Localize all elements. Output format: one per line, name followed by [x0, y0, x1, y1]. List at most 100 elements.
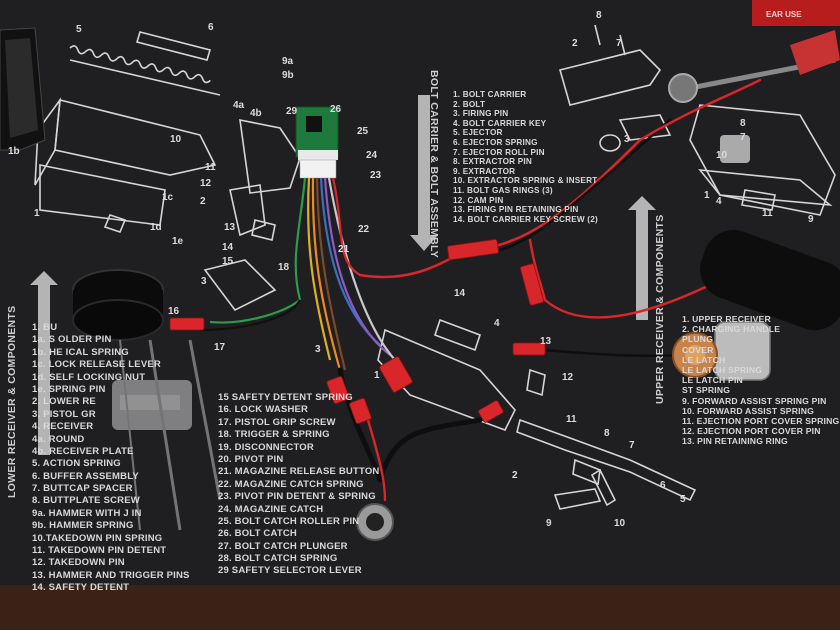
callout-number: 5 [76, 24, 82, 35]
callout-number: 13 [224, 222, 236, 233]
list-line: 9a. HAMMER WITH J IN [32, 507, 142, 519]
list-line: 19. DISCONNECTOR [218, 441, 314, 453]
callout-number: 2 [512, 470, 518, 481]
list-line: ST SPRING [682, 385, 731, 396]
callout-number: 9 [546, 518, 552, 529]
list-line: COVER [682, 344, 714, 355]
callout-number: 25 [357, 126, 369, 137]
list-line: 7. EJECTOR ROLL PIN [453, 147, 545, 157]
list-line: 6. EJECTOR SPRING [453, 137, 538, 147]
callout-number: 24 [366, 150, 378, 161]
list-line: 12. TAKEDOWN PIN [32, 557, 125, 569]
callout-number: 4a [233, 100, 245, 111]
list-line: 25. BOLT CATCH ROLLER PIN [218, 515, 360, 527]
callout-number: 1c [162, 192, 174, 203]
callout-number: 23 [370, 170, 382, 181]
list-line: 28. BOLT CATCH SPRING [218, 553, 338, 565]
callout-number: 4b [250, 108, 262, 119]
list-line: 11. EJECTION PORT COVER SPRING [682, 415, 840, 426]
callout-number: 8 [604, 428, 610, 439]
list-line: 1. BU [32, 322, 58, 333]
parts-line-art [34, 24, 836, 510]
callout-number: 3 [624, 134, 630, 145]
list-line: 1c. LOCK RELEASE LEVER [32, 359, 161, 371]
list-line: 29 SAFETY SELECTOR LEVER [218, 565, 362, 577]
side-label-bolt: BOLT CARRIER & BOLT ASSEMBLY [428, 70, 440, 259]
list-line: 27. BOLT CATCH PLUNGER [218, 540, 348, 552]
list-line: 1a. S OLDER PIN [32, 334, 112, 346]
list-line: 26. BOLT CATCH [218, 528, 297, 540]
list-line: 20. PIVOT PIN [218, 453, 284, 465]
callout-number: 10 [614, 518, 626, 529]
callout-number: 7 [616, 38, 622, 49]
list-line: 4b. RECEIVER PLATE [32, 445, 134, 457]
list-line: 14. BOLT CARRIER KEY SCREW (2) [453, 214, 598, 224]
callout-number: 5 [680, 494, 686, 505]
callout-number: 2 [572, 38, 578, 49]
list-line: 9. EXTRACTOR [453, 166, 516, 176]
callout-number: 9b [282, 70, 294, 81]
list-line: 12. CAM PIN [453, 195, 504, 205]
callout-number: 6 [660, 480, 666, 491]
led-module [672, 321, 771, 381]
callout-number: 8 [740, 118, 746, 129]
callout-number: 21 [338, 244, 350, 255]
list-line: 4. RECEIVER [32, 421, 94, 433]
list-line: 22. MAGAZINE CATCH SPRING [218, 478, 364, 490]
callout-number: 11 [566, 414, 577, 425]
list-line: LE LATCH SPRING [682, 364, 763, 375]
list-line: 23. PIVOT PIN DETENT & SPRING [218, 491, 376, 503]
callout-number: 6 [208, 22, 214, 33]
list-line: 3. PISTOL GR [32, 408, 96, 420]
list-line: 11. TAKEDOWN PIN DETENT [32, 545, 167, 557]
list-line: 1b. HE ICAL SPRING [32, 346, 129, 358]
list-line: 8. BUTTPLATE SCREW [32, 495, 140, 507]
list-line: 13. PIN RETAINING RING [682, 436, 788, 447]
direction-arrows [30, 95, 656, 455]
list-line: 24. MAGAZINE CATCH [218, 503, 324, 515]
callout-number: 1 [34, 208, 40, 219]
list-line: 13. FIRING PIN RETAINING PIN [453, 205, 579, 215]
list-line: 4a. ROUND [32, 433, 85, 445]
callout-number: 1 [374, 370, 380, 381]
callout-number: 2 [200, 196, 206, 207]
side-label-lower: LOWER RECEIVER & COMPONENTS [6, 305, 18, 498]
callout-number: 3 [201, 276, 207, 287]
list-line: LE LATCH [682, 354, 726, 365]
callout-number: 1b [8, 146, 20, 157]
wire-bundle [199, 177, 396, 371]
list-line: 1e. SPRING PIN [32, 383, 106, 395]
callout-number: 1 [704, 190, 710, 201]
list-line: 7. BUTTCAP SPACER [32, 483, 133, 495]
callout-number: 8 [596, 10, 602, 21]
callout-number: 1e [172, 236, 184, 247]
list-line: 10. FORWARD ASSIST SPRING [682, 405, 815, 416]
list-line: 10.TAKEDOWN PIN SPRING [32, 532, 163, 544]
callout-number: 9 [808, 214, 814, 225]
list-line: 5. EJECTOR [453, 128, 503, 138]
callout-number: 12 [200, 178, 212, 189]
list-line: 17. PISTOL GRIP SCREW [218, 416, 336, 428]
callout-number: 3 [315, 344, 321, 355]
list-line: 1. UPPER RECEIVER [682, 314, 771, 324]
callout-number: 1d [150, 222, 162, 233]
list-line: 1d. SELF LOCKING NUT [32, 371, 146, 383]
acrylic-stand [112, 339, 222, 531]
list-line: 4. BOLT CARRIER KEY [453, 118, 547, 128]
list-line: PLUNG [682, 334, 714, 345]
list-line: 5. ACTION SPRING [32, 458, 121, 470]
helping-hands [668, 30, 840, 163]
callout-number: 4 [494, 318, 500, 329]
power-wires [337, 78, 762, 502]
callout-number: 11 [205, 162, 216, 173]
callout-number: 10 [170, 134, 182, 145]
side-label-upper: UPPER RECEIVER & COMPONENTS [654, 214, 666, 404]
callout-number: 12 [562, 372, 574, 383]
callout-number: 26 [330, 104, 342, 115]
callout-number: 16 [168, 306, 180, 317]
list-line: 1. BOLT CARRIER [453, 90, 527, 99]
